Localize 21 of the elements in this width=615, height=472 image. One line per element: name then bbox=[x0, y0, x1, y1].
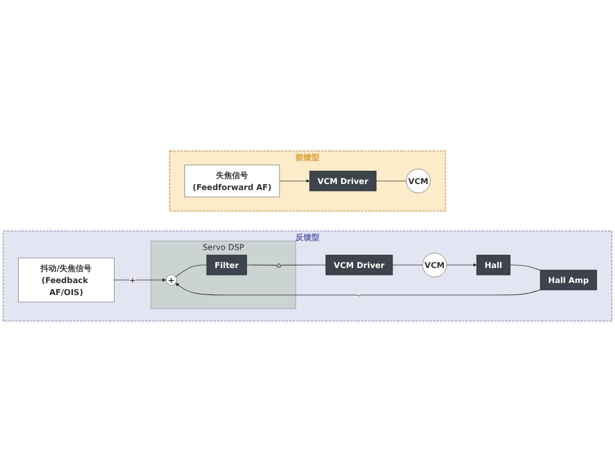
connector bbox=[392, 264, 423, 266]
node-circle: VCM bbox=[422, 252, 447, 278]
edge-label: + bbox=[129, 275, 136, 285]
arrow bbox=[446, 263, 477, 267]
arrow bbox=[279, 179, 310, 183]
node-box: 失焦信号 (Feedforward AF) bbox=[184, 164, 280, 198]
node-circle: VCM bbox=[406, 168, 431, 194]
arrow bbox=[175, 283, 540, 296]
connector bbox=[175, 264, 207, 278]
node-box: VCM Driver bbox=[326, 254, 393, 276]
connector bbox=[376, 180, 407, 182]
connector bbox=[510, 264, 540, 270]
connector bbox=[246, 264, 278, 266]
node-box: Filter bbox=[206, 254, 247, 276]
edge-label: - bbox=[358, 290, 361, 300]
node-box: VCM Driver bbox=[309, 170, 376, 192]
node-box: Hall bbox=[476, 254, 510, 276]
node-circle: + bbox=[166, 274, 177, 286]
node-box: 抖动/失焦信号 (Feedback AF/OIS) bbox=[18, 258, 114, 302]
connector bbox=[280, 264, 326, 266]
node-box: Hall Amp bbox=[540, 270, 597, 290]
